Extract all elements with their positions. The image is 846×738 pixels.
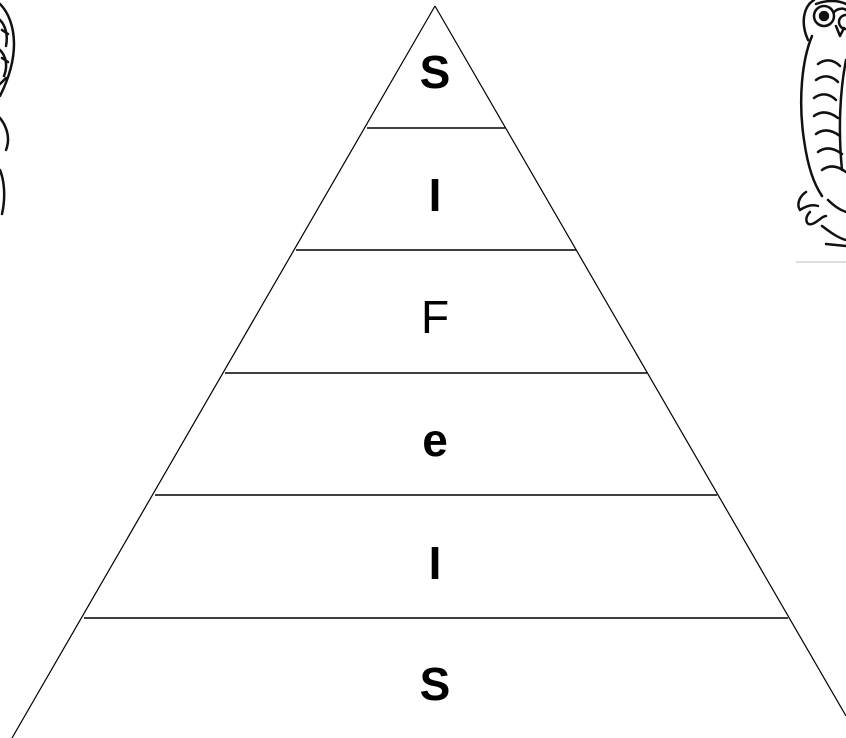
owl-illustration-right	[796, 0, 846, 262]
level-5-letter: I	[429, 537, 442, 589]
level-3-letter: F	[421, 291, 449, 343]
level-6-letter: S	[420, 658, 451, 710]
pyramid-letters: S I F e I S	[420, 46, 451, 710]
level-2-letter: I	[429, 169, 442, 221]
pyramid-outline	[12, 6, 846, 738]
owl-illustration-left	[0, 4, 14, 214]
level-4-letter: e	[422, 414, 448, 466]
level-1-letter: S	[420, 46, 451, 98]
